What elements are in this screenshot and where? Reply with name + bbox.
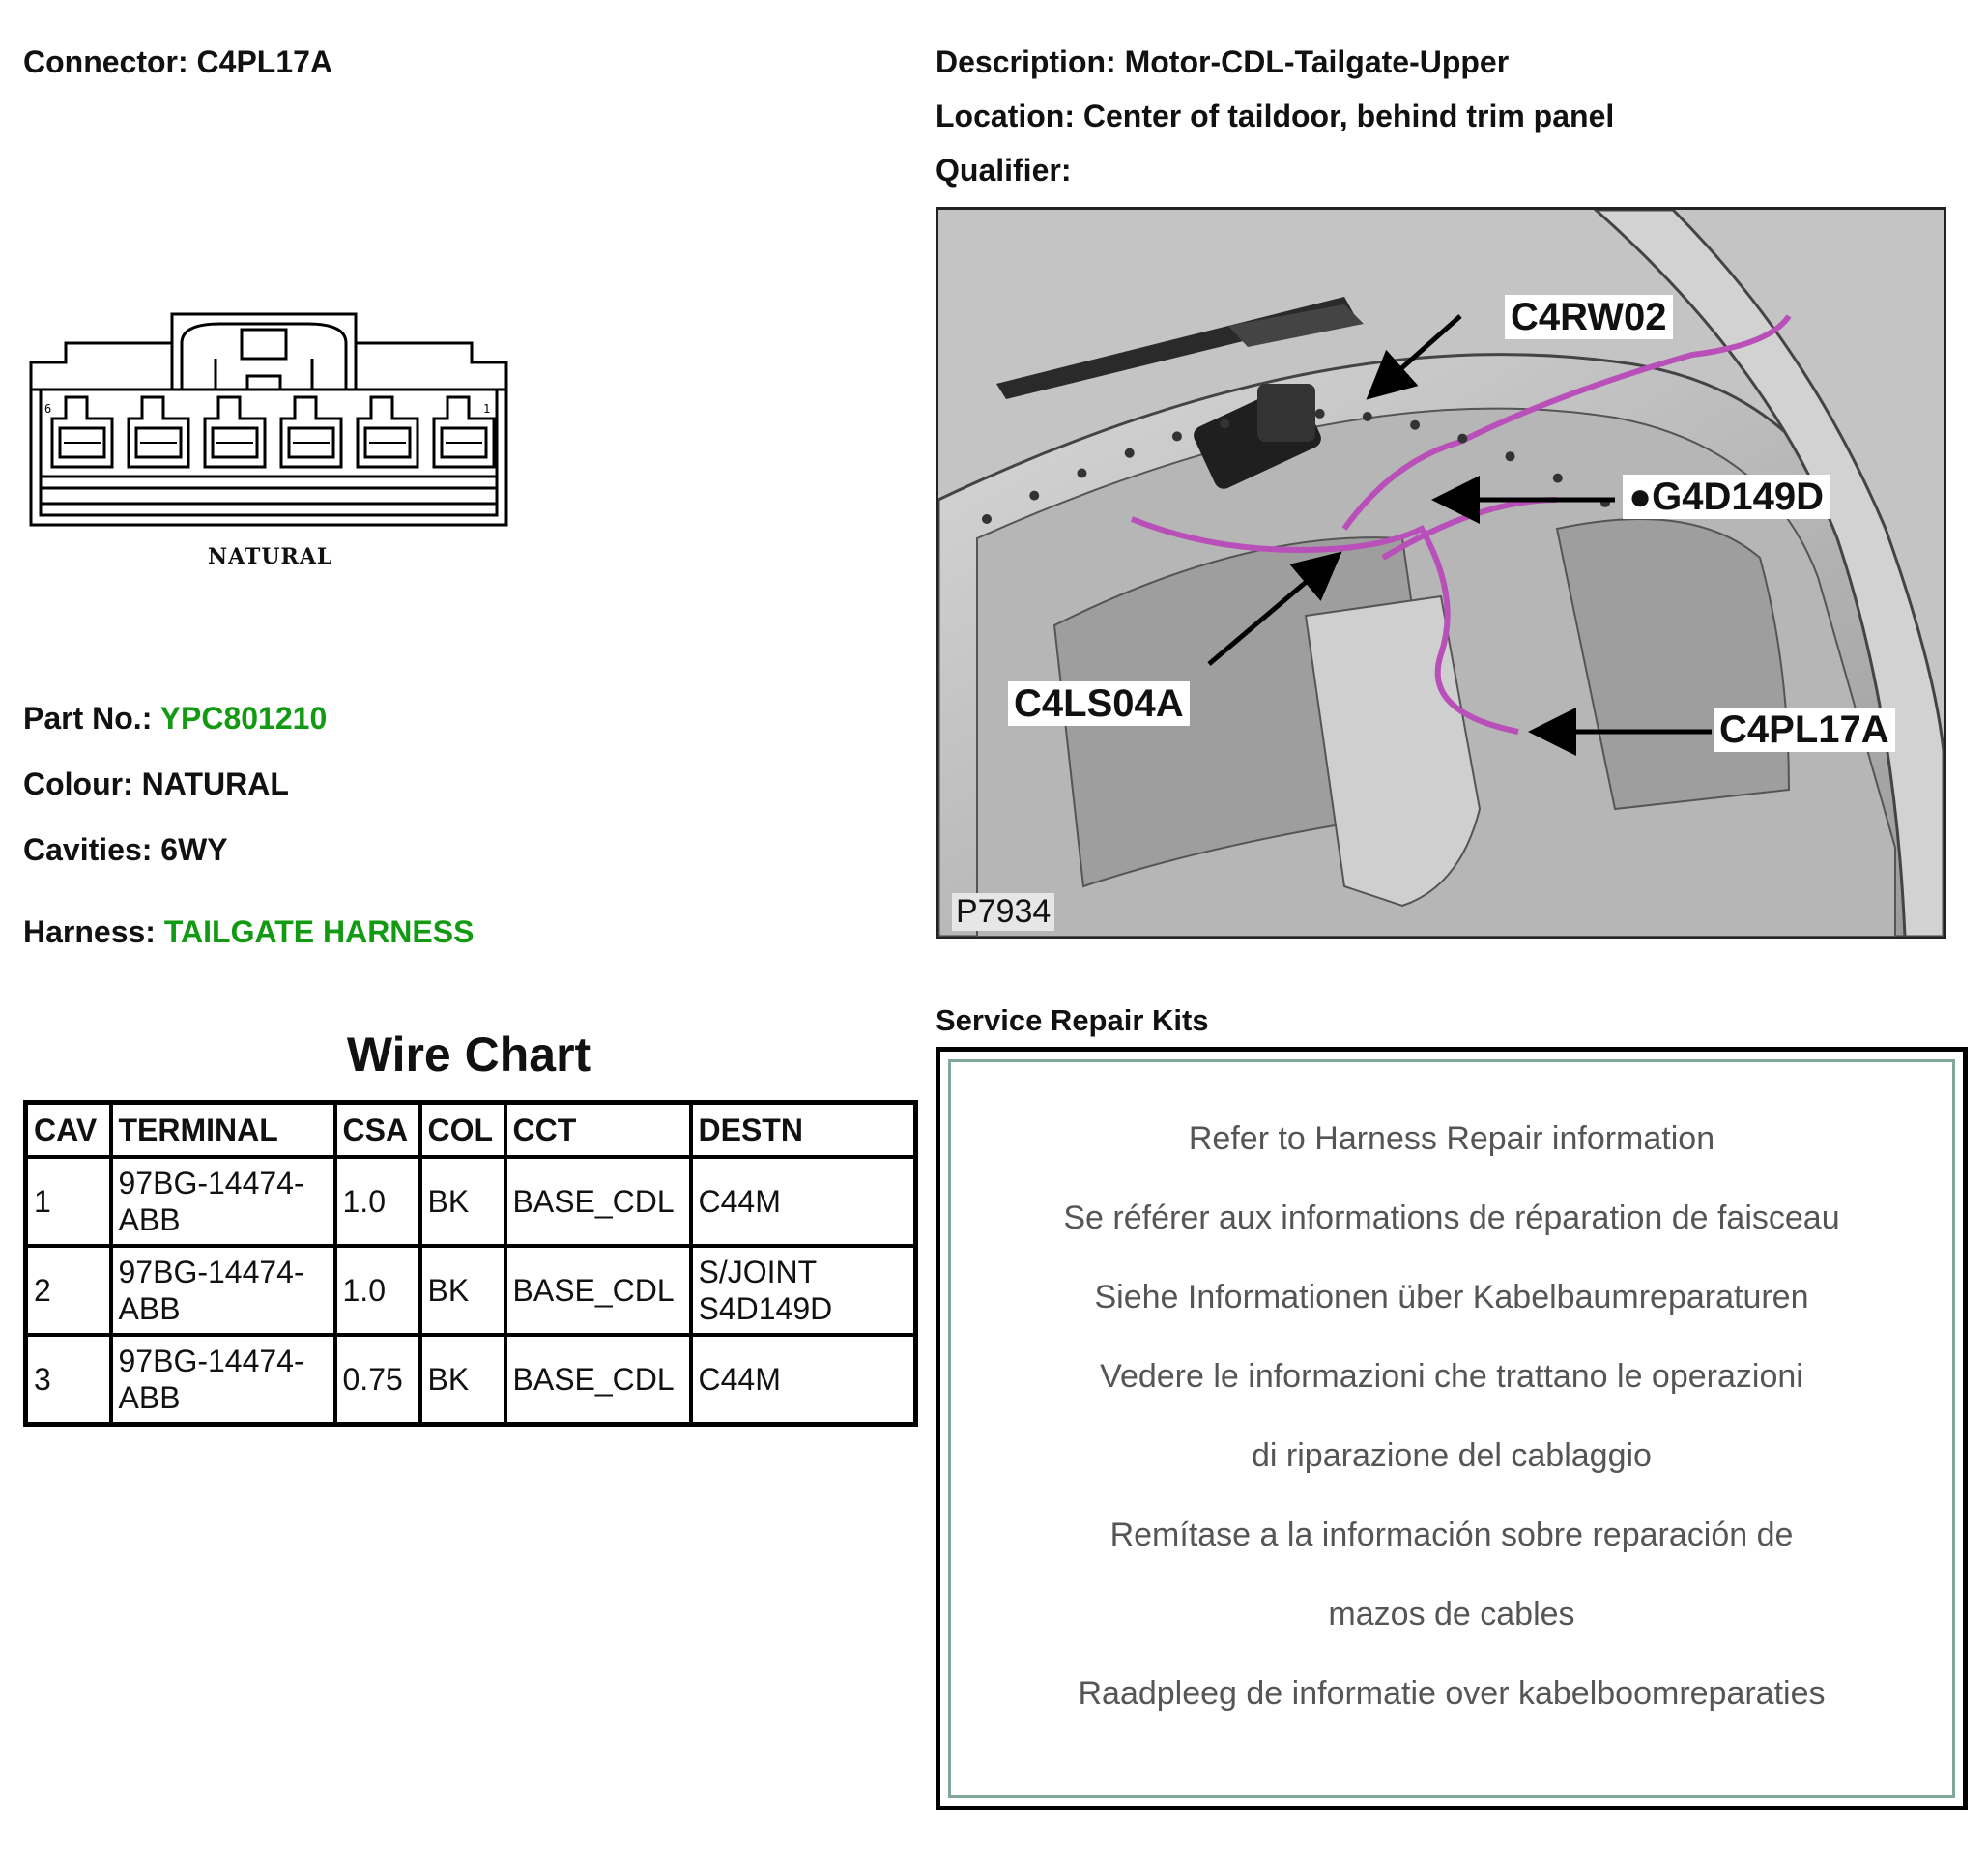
terminal-line-2: ABB bbox=[118, 1202, 181, 1237]
location-figure: C4RW02 ●G4D149D C4LS04A C4PL17A P7934 bbox=[936, 207, 1946, 939]
callout-c4rw02: C4RW02 bbox=[1505, 295, 1673, 339]
wire-chart-table: CAV TERMINAL CSA COL CCT DESTN 1 97BG-14… bbox=[23, 1100, 918, 1427]
kit-line: mazos de cables bbox=[1328, 1596, 1575, 1633]
col-header-csa: CSA bbox=[332, 1100, 422, 1159]
connector-label: Connector: bbox=[23, 44, 188, 79]
part-no-line: Part No.: YPC801210 bbox=[23, 703, 327, 734]
col-header-cav: CAV bbox=[23, 1100, 113, 1159]
tailgate-illustration bbox=[938, 210, 1944, 937]
wire-chart-header-row: CAV TERMINAL CSA COL CCT DESTN bbox=[23, 1100, 918, 1159]
destn-line-1: S/JOINT bbox=[698, 1255, 818, 1289]
wire-chart-title: Wire Chart bbox=[346, 1027, 591, 1082]
cavities-line: Cavities: 6WY bbox=[23, 834, 228, 865]
location-value: Center of taildoor, behind trim panel bbox=[1082, 99, 1615, 133]
cavity-marker-right: 1 bbox=[483, 402, 490, 416]
service-kits-title: Service Repair Kits bbox=[936, 1003, 1209, 1037]
callout-arrows bbox=[1207, 314, 1712, 756]
cell-csa: 1.0 bbox=[332, 1244, 422, 1337]
location-label: Location: bbox=[936, 99, 1075, 133]
cavity-3 bbox=[279, 395, 343, 469]
cavity-4 bbox=[203, 395, 267, 469]
description-label: Description: bbox=[936, 44, 1116, 79]
harness-label: Harness: bbox=[23, 914, 156, 949]
terminal-line-1: 97BG-14474- bbox=[118, 1255, 304, 1289]
kit-line: Se référer aux informations de réparatio… bbox=[1063, 1200, 1840, 1236]
description-line: Description: Motor-CDL-Tailgate-Upper bbox=[936, 46, 1509, 77]
part-no-link[interactable]: YPC801210 bbox=[159, 701, 328, 736]
kit-line: Raadpleeg de informatie over kabelboomre… bbox=[1078, 1675, 1826, 1712]
description-value: Motor-CDL-Tailgate-Upper bbox=[1124, 44, 1510, 79]
cavities-value: 6WY bbox=[160, 832, 228, 867]
cell-cav: 3 bbox=[23, 1333, 113, 1427]
cavity-marker-left: 6 bbox=[44, 402, 51, 416]
kit-line: di riparazione del cablaggio bbox=[1252, 1437, 1652, 1474]
terminal-line-1: 97BG-14474- bbox=[118, 1344, 304, 1378]
col-header-col: COL bbox=[418, 1100, 507, 1159]
cell-col: BK bbox=[418, 1333, 507, 1427]
terminal-line-2: ABB bbox=[118, 1380, 181, 1415]
table-row: 2 97BG-14474-ABB 1.0 BK BASE_CDL S/JOINT… bbox=[23, 1244, 918, 1337]
col-header-cct: CCT bbox=[503, 1100, 693, 1159]
cell-destn: C44M bbox=[688, 1155, 918, 1248]
colour-line: Colour: NATURAL bbox=[23, 768, 289, 799]
table-row: 3 97BG-14474-ABB 0.75 BK BASE_CDL C44M bbox=[23, 1333, 918, 1427]
cavities-label: Cavities: bbox=[23, 832, 153, 867]
harness-link[interactable]: TAILGATE HARNESS bbox=[163, 914, 475, 949]
cell-terminal: 97BG-14474-ABB bbox=[108, 1155, 337, 1248]
kit-line: Vedere le informazioni che trattano le o… bbox=[1100, 1358, 1803, 1395]
cavity-5 bbox=[127, 395, 190, 469]
panel-rivets bbox=[982, 408, 1610, 524]
cell-terminal: 97BG-14474-ABB bbox=[108, 1244, 337, 1337]
cell-col: BK bbox=[418, 1244, 507, 1337]
cell-col: BK bbox=[418, 1155, 507, 1248]
kit-line: Refer to Harness Repair information bbox=[1188, 1120, 1715, 1157]
connector-heading: Connector: C4PL17A bbox=[23, 46, 332, 77]
col-header-destn: DESTN bbox=[688, 1100, 918, 1159]
callout-g4d149d: ●G4D149D bbox=[1623, 475, 1830, 519]
part-no-label: Part No.: bbox=[23, 701, 153, 736]
destn-line-1: C44M bbox=[698, 1362, 781, 1397]
cell-cav: 2 bbox=[23, 1244, 113, 1337]
cavity-2 bbox=[356, 395, 419, 469]
qualifier-line: Qualifier: bbox=[936, 155, 1071, 186]
cell-cct: BASE_CDL bbox=[503, 1244, 693, 1337]
figure-id: P7934 bbox=[952, 893, 1055, 931]
kit-line: Siehe Informationen über Kabelbaumrepara… bbox=[1094, 1279, 1809, 1315]
destn-line-1: C44M bbox=[698, 1184, 781, 1219]
callout-c4ls04a: C4LS04A bbox=[1008, 681, 1190, 726]
cell-cct: BASE_CDL bbox=[503, 1333, 693, 1427]
terminal-line-1: 97BG-14474- bbox=[118, 1166, 304, 1200]
cell-cav: 1 bbox=[23, 1155, 113, 1248]
cell-csa: 0.75 bbox=[332, 1333, 422, 1427]
cell-csa: 1.0 bbox=[332, 1155, 422, 1248]
qualifier-label: Qualifier: bbox=[936, 153, 1072, 188]
callout-c4pl17a: C4PL17A bbox=[1714, 708, 1895, 752]
colour-value: NATURAL bbox=[141, 766, 289, 801]
col-header-terminal: TERMINAL bbox=[108, 1100, 337, 1159]
connector-caption: NATURAL bbox=[208, 544, 333, 569]
colour-label: Colour: bbox=[23, 766, 133, 801]
service-kits-inner: Refer to Harness Repair information Se r… bbox=[948, 1059, 1955, 1798]
cavity-row bbox=[50, 395, 496, 469]
cell-cct: BASE_CDL bbox=[503, 1155, 693, 1248]
service-kits-box: Refer to Harness Repair information Se r… bbox=[936, 1047, 1968, 1810]
terminal-line-2: ABB bbox=[118, 1291, 181, 1326]
connector-face-drawing: 6 1 bbox=[29, 312, 508, 527]
kit-line: Remítase a la información sobre reparaci… bbox=[1109, 1517, 1794, 1553]
cell-terminal: 97BG-14474-ABB bbox=[108, 1333, 337, 1427]
location-line: Location: Center of taildoor, behind tri… bbox=[936, 101, 1614, 131]
harness-line: Harness: TAILGATE HARNESS bbox=[23, 916, 474, 947]
connector-value: C4PL17A bbox=[196, 44, 333, 79]
cavity-1 bbox=[432, 395, 496, 469]
destn-line-2: S4D149D bbox=[698, 1291, 833, 1326]
cavity-6 bbox=[50, 395, 114, 469]
cell-destn: C44M bbox=[688, 1333, 918, 1427]
table-row: 1 97BG-14474-ABB 1.0 BK BASE_CDL C44M bbox=[23, 1155, 918, 1248]
